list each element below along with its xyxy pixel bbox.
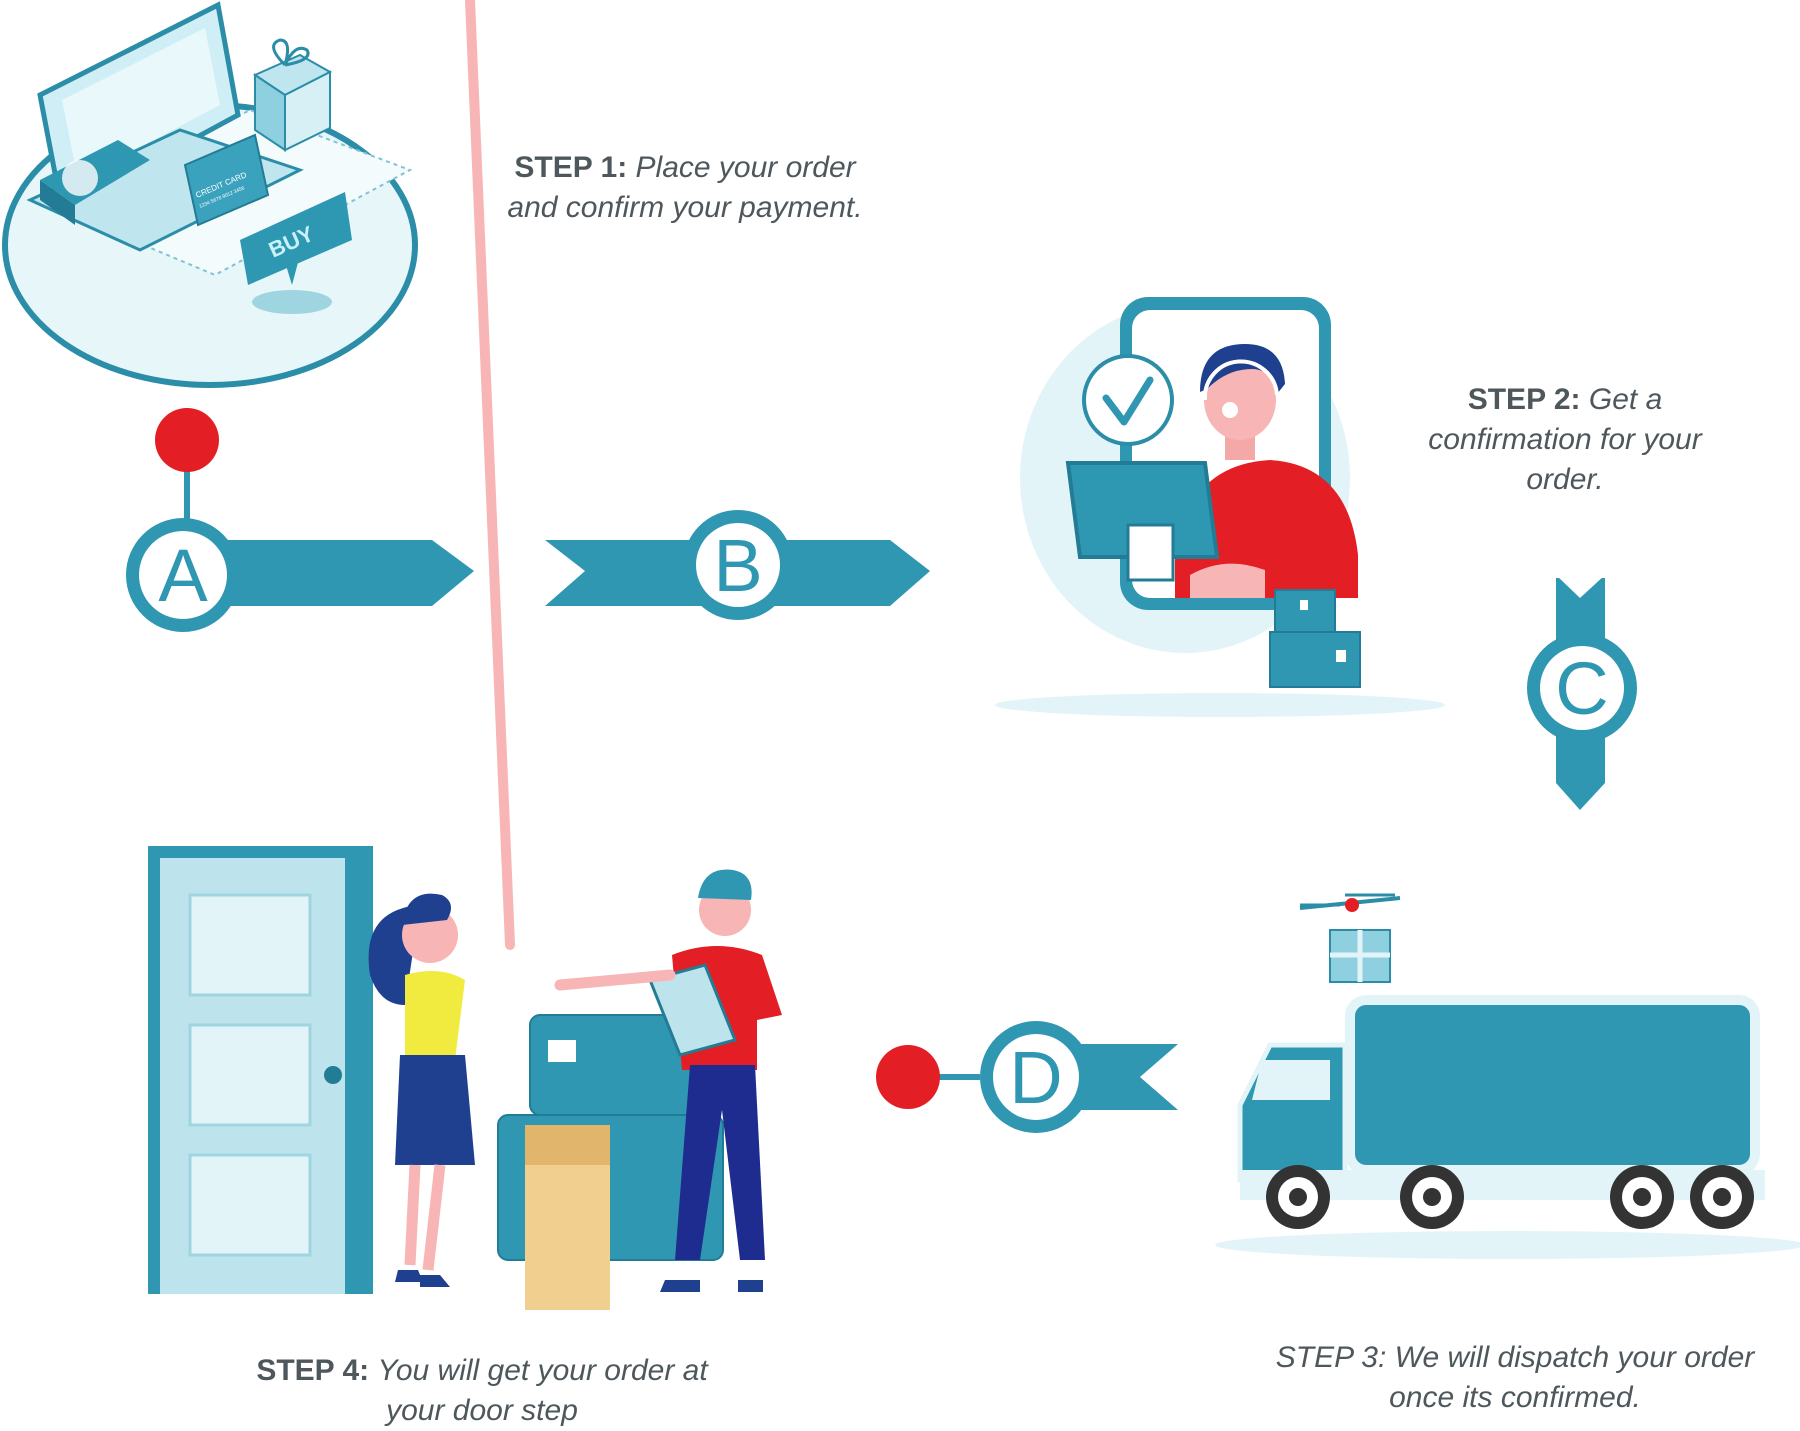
marker-letter-a: A: [158, 534, 208, 617]
step-4-line2: your door step: [386, 1394, 578, 1427]
step-4-caption: STEP 4: You will get your order at your …: [212, 1351, 752, 1431]
step-3-line1: STEP 3: We will dispatch your order: [1275, 1341, 1755, 1374]
step-2-line3: order.: [1526, 463, 1604, 496]
door-delivery-illustration: [148, 0, 782, 1310]
step-1-line1: Place your order: [635, 151, 856, 184]
marker-d: D: [876, 1021, 1178, 1133]
check-badge-icon: [1082, 354, 1174, 446]
marker-letter-d: D: [1009, 1036, 1062, 1119]
step-2-label: STEP 2:: [1467, 383, 1581, 416]
marker-letter-b: B: [713, 524, 762, 607]
truck-illustration: [1215, 893, 1800, 1259]
step-1-line2: and confirm your payment.: [507, 191, 863, 224]
marker-c: C: [1527, 575, 1637, 810]
drone-icon: [1299, 893, 1401, 983]
red-dot-a: [155, 408, 219, 472]
step-3-line2: once its confirmed.: [1389, 1381, 1641, 1414]
marker-b: B: [545, 510, 930, 620]
step-3-caption: STEP 3: We will dispatch your order once…: [1245, 1338, 1785, 1418]
step-4-line1: You will get your order at: [377, 1354, 708, 1387]
step-2-line1: Get a: [1588, 383, 1663, 416]
buy-bubble: BUY: [240, 192, 352, 314]
step-4-label: STEP 4:: [256, 1354, 370, 1387]
package-boxes-icon: [1269, 589, 1361, 688]
marker-letter-c: C: [1555, 647, 1608, 730]
red-dot-d: [876, 1045, 940, 1109]
step-2-line2: confirmation for your: [1428, 423, 1702, 456]
marker-a: A: [126, 408, 474, 632]
support-illustration: [995, 297, 1445, 717]
step-1-caption: STEP 1: Place your order and confirm you…: [455, 148, 915, 228]
credit-card: CREDIT CARD 1234 5678 9012 3456: [183, 133, 270, 227]
payment-illustration: CREDIT CARD 1234 5678 9012 3456 BUY: [2, 1, 418, 388]
gift-box-icon: [252, 38, 333, 152]
step-1-label: STEP 1:: [514, 151, 628, 184]
step-2-caption: STEP 2: Get a confirmation for your orde…: [1385, 380, 1745, 500]
